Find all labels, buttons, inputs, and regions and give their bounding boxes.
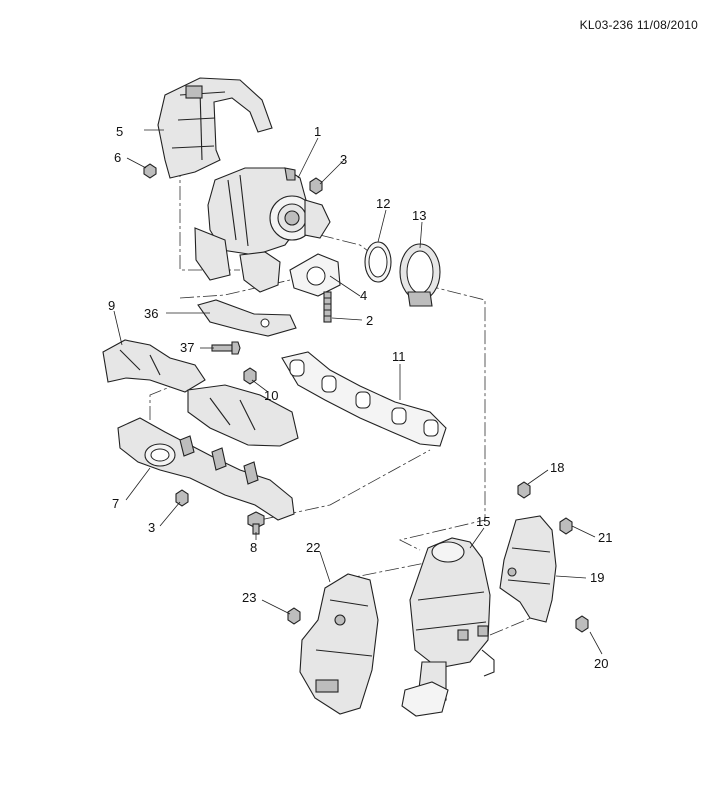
callout-11: 11 [392,349,406,364]
callout-7: 7 [112,496,119,511]
part-10-bolt [243,367,257,385]
part-1-turbocharger [194,167,331,293]
part-23-nut [287,607,301,625]
leader-lines [113,129,603,655]
part-8-bolt [247,511,265,535]
callout-5: 5 [116,124,123,139]
part-37-bolt [211,341,241,355]
callout-1: 1 [314,124,321,139]
part-22-lower-heat-shield [299,573,379,715]
callout-10: 10 [264,388,278,403]
part-18-bolt [517,481,531,499]
part-9-manifold-heat-shield-lower [187,384,299,447]
callout-labels: 1 2 3 3 4 5 6 7 8 9 10 11 12 13 15 18 19… [108,124,612,671]
callout-8: 8 [250,540,257,555]
part-15-catalytic-converter [401,537,495,717]
part-3-nut-upper [309,177,323,195]
callout-37: 37 [180,340,194,355]
diagram-reference-code: KL03-236 11/08/2010 [579,18,698,32]
part-11-manifold-gasket [281,351,447,447]
callout-2: 2 [366,313,373,328]
part-4-gasket [289,253,341,297]
callout-36: 36 [144,306,158,321]
part-19-converter-heat-shield [499,515,557,623]
part-7-exhaust-manifold [117,417,295,521]
callout-4: 4 [360,288,367,303]
callout-23: 23 [242,590,256,605]
callout-6: 6 [114,150,121,165]
callout-21: 21 [598,530,612,545]
part-2-stud [323,291,332,323]
callout-12: 12 [376,196,390,211]
callout-20: 20 [594,656,608,671]
callout-19: 19 [590,570,604,585]
part-36-bracket [197,299,297,337]
callout-13: 13 [412,208,426,223]
part-9-manifold-heat-shield [102,339,206,393]
callout-9: 9 [108,298,115,313]
callout-3-lower: 3 [148,520,155,535]
part-6-bolt [143,163,157,179]
callout-22: 22 [306,540,320,555]
part-12-seal-ring [364,241,392,283]
part-3-nut-lower [175,489,189,507]
part-20-bolt [575,615,589,633]
part-5-turbo-heat-shield [157,77,273,179]
callout-15: 15 [476,514,490,529]
callout-18: 18 [550,460,564,475]
callout-3-upper: 3 [340,152,347,167]
part-21-nut [559,517,573,535]
part-13-v-band-clamp [399,243,441,307]
